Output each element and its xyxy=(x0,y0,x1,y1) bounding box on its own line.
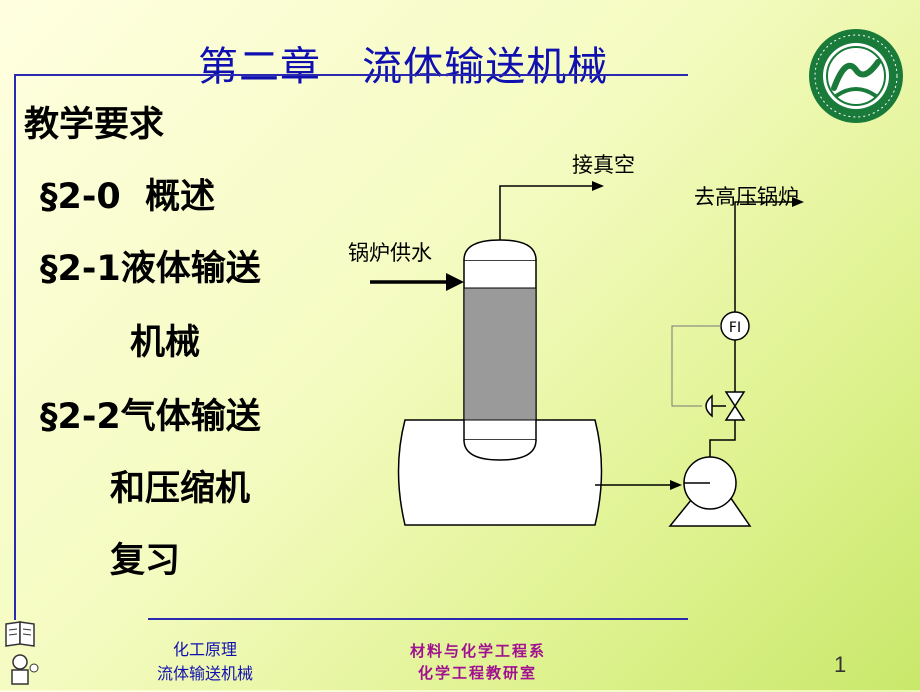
outlet-label: 去高压锅炉 xyxy=(694,185,799,209)
toc-item-requirements[interactable]: 教学要求 xyxy=(24,105,165,145)
page-number: 1 xyxy=(834,652,847,677)
footer-chapter: 流体输送机械 xyxy=(156,664,253,683)
toc-item-compressors[interactable]: 和压缩机 xyxy=(110,469,251,509)
column-bottom xyxy=(463,439,537,461)
suction-arrow-icon xyxy=(670,480,682,490)
vacuum-arrow-icon xyxy=(592,181,604,191)
flow-indicator-label: FI xyxy=(729,320,741,336)
toc-item-overview[interactable]: §2-0 概述 xyxy=(40,177,216,217)
book-icon xyxy=(5,621,35,647)
discharge-line xyxy=(709,201,792,457)
person-icon xyxy=(11,654,39,685)
slide-title: 第二章 流体输送机械 xyxy=(198,44,609,90)
valve-actuator xyxy=(705,394,713,418)
nav-icons[interactable] xyxy=(2,618,42,688)
vacuum-line xyxy=(499,185,592,240)
footer-course: 化工原理 xyxy=(172,640,237,659)
feed-label: 锅炉供水 xyxy=(348,241,432,265)
toc-item-review[interactable]: 复习 xyxy=(110,541,181,581)
university-logo-icon xyxy=(806,26,906,126)
toc-item-gas-transport[interactable]: §2-2气体输送 xyxy=(40,397,261,437)
signal-line xyxy=(671,325,721,407)
packing-section xyxy=(463,287,537,421)
left-divider xyxy=(14,75,16,620)
column-top xyxy=(463,239,537,261)
feed-arrow-icon xyxy=(446,273,464,291)
title-divider xyxy=(14,74,688,76)
control-valve xyxy=(724,391,746,421)
footer-section: 化学工程教研室 xyxy=(418,664,538,682)
outlet-arrow-icon xyxy=(792,197,804,207)
toc-item-liquid-transport[interactable]: §2-1液体输送 xyxy=(40,249,261,289)
storage-tank xyxy=(397,419,603,526)
footer-department: 材料与化学工程系 xyxy=(410,642,547,660)
vacuum-label: 接真空 xyxy=(572,153,635,177)
process-flow-diagram: 接真空 锅炉供水 去高压锅炉 FI xyxy=(348,153,804,527)
toc-item-liquid-transport-cont[interactable]: 机械 xyxy=(130,323,201,363)
footer-divider xyxy=(148,618,688,620)
